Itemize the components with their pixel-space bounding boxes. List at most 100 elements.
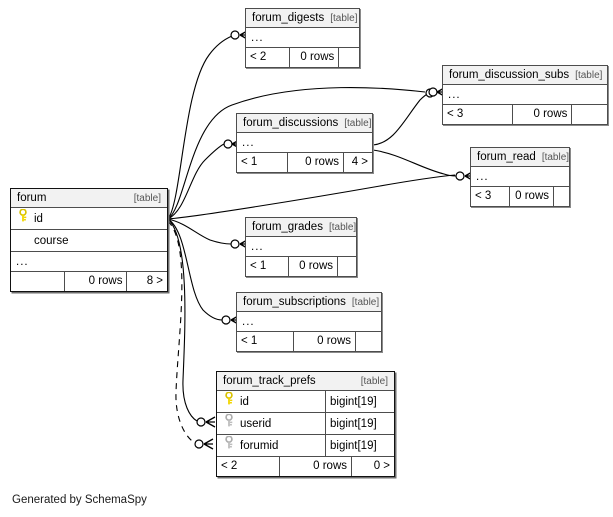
table-forum-track-prefs-parents[interactable]: < 2: [221, 460, 238, 472]
table-forum-grades-footer: < 1 0 rows: [246, 257, 356, 276]
table-forum-grades-children: [337, 257, 356, 276]
table-forum-track-prefs[interactable]: forum_track_prefs [table] id bigint[19] …: [216, 371, 395, 477]
table-forum-grades-parents[interactable]: < 1: [250, 260, 267, 272]
table-forum-discussions-more-columns: ...: [237, 133, 372, 153]
tp-column-forumid-type: bigint[19]: [325, 435, 394, 456]
table-forum-subscriptions-header: forum_subscriptions [table]: [237, 293, 381, 312]
table-forum-read-more-columns: ...: [471, 167, 569, 187]
edge-marker-forum-read: [455, 171, 465, 181]
table-forum-children[interactable]: 8 >: [126, 272, 167, 291]
table-forum-subscriptions-type: [table]: [351, 296, 380, 308]
table-forum-track-prefs-column-forumid[interactable]: forumid bigint[19]: [217, 435, 394, 457]
edge-marker-forum-discussion-subs-a: [425, 88, 435, 98]
table-forum-track-prefs-children[interactable]: 0 >: [351, 457, 394, 476]
foreign-key-icon: [224, 435, 236, 449]
table-forum-header: forum [table]: [11, 189, 167, 208]
column-course-label: course: [34, 234, 69, 247]
table-forum-name: forum: [17, 191, 47, 204]
edge-marker-forum-discussion-subs-b: [428, 87, 438, 97]
table-forum-track-prefs-rowcount: 0 rows: [279, 457, 351, 476]
table-forum-rowcount: 0 rows: [64, 272, 126, 291]
table-forum-discussions-children[interactable]: 4 >: [343, 153, 372, 172]
table-forum-subscriptions[interactable]: forum_subscriptions [table] ... < 1 0 ro…: [236, 292, 382, 352]
edge-forum-to-forum-discussions: [167, 143, 225, 220]
table-forum-discussions-name: forum_discussions: [243, 116, 339, 129]
tp-column-forumid-cell: forumid: [217, 435, 325, 457]
tp-column-userid-label: userid: [240, 417, 272, 430]
table-forum-track-prefs-footer: < 2 0 rows 0 >: [217, 457, 394, 476]
table-forum-read-header: forum_read [table]: [471, 148, 569, 167]
table-forum-discussions-header: forum_discussions [table]: [237, 114, 372, 133]
column-course-cell: course: [11, 230, 167, 252]
table-forum-discussion-subs-rowcount: 0 rows: [512, 105, 571, 124]
edge-forum-discussions-to-forum-read: [372, 149, 457, 177]
table-forum-discussions-footer: < 1 0 rows 4 >: [237, 153, 372, 172]
table-forum-grades[interactable]: forum_grades [table] ... < 1 0 rows: [245, 217, 357, 277]
table-forum-grades-header: forum_grades [table]: [246, 218, 356, 237]
tp-column-id-cell: id: [217, 391, 325, 413]
table-forum-digests-children: [338, 48, 359, 67]
column-id-cell: id: [11, 208, 167, 230]
table-forum-discussion-subs-type: [table]: [575, 69, 603, 81]
table-forum-read-name: forum_read: [477, 150, 536, 163]
table-forum-grades-rowcount: 0 rows: [288, 257, 337, 276]
table-forum-discussion-subs-children: [571, 105, 607, 124]
foreign-key-icon: [224, 413, 236, 427]
edge-forum-to-forum-digests: [167, 35, 233, 220]
table-forum-digests-rowcount: 0 rows: [289, 48, 338, 67]
edge-forum-to-forum-grades: [167, 218, 232, 245]
table-forum-discussions[interactable]: forum_discussions [table] ... < 1 0 rows…: [236, 113, 373, 173]
table-forum-subscriptions-rowcount: 0 rows: [293, 332, 355, 351]
table-forum-digests-parents[interactable]: < 2: [250, 51, 267, 63]
table-forum-track-prefs-column-id[interactable]: id bigint[19]: [217, 391, 394, 413]
table-forum-discussion-subs-more-columns: ...: [443, 85, 607, 105]
table-forum-track-prefs-type: [table]: [360, 375, 388, 387]
table-forum-digests-footer: < 2 0 rows: [246, 48, 359, 67]
table-forum-subscriptions-parents[interactable]: < 1: [241, 335, 258, 347]
edge-marker-forum-subscriptions: [221, 315, 231, 325]
table-forum-read-rowcount: 0 rows: [509, 187, 553, 206]
edge-marker-forum-grades: [230, 239, 240, 249]
edge-marker-forum-digests: [230, 30, 240, 40]
table-forum-discussion-subs[interactable]: forum_discussion_subs [table] ... < 3 0 …: [442, 65, 608, 125]
generated-by-note: Generated by SchemaSpy: [12, 494, 147, 506]
table-forum-column-id[interactable]: id: [11, 208, 167, 230]
table-forum-track-prefs-header: forum_track_prefs [table]: [217, 372, 394, 391]
column-id-label: id: [34, 212, 43, 225]
edge-forum-to-forum-track-prefs-userid: [167, 218, 198, 422]
edge-forum-to-forum-read: [167, 174, 456, 220]
table-forum-digests[interactable]: forum_digests [table] ... < 2 0 rows: [245, 8, 360, 68]
table-forum-subscriptions-more-columns: ...: [237, 312, 381, 332]
table-forum[interactable]: forum [table] id course ... 0 rows 8 >: [10, 188, 168, 292]
table-forum-read-type: [table]: [541, 151, 570, 163]
table-forum-digests-more-columns: ...: [246, 28, 359, 48]
table-forum-track-prefs-column-userid[interactable]: userid bigint[19]: [217, 413, 394, 435]
primary-key-icon: [224, 391, 236, 405]
table-forum-type: [table]: [133, 192, 161, 204]
table-forum-digests-type: [table]: [330, 12, 358, 24]
table-forum-read[interactable]: forum_read [table] ... < 3 0 rows: [470, 147, 570, 207]
edge-marker-forum-discussions: [223, 139, 233, 149]
table-forum-discussion-subs-parents[interactable]: < 3: [447, 108, 464, 120]
edge-marker-track-prefs-forumid: [194, 439, 204, 449]
table-forum-grades-type: [table]: [328, 221, 357, 233]
table-forum-more-columns: ...: [11, 252, 167, 272]
table-forum-discussion-subs-footer: < 3 0 rows: [443, 105, 607, 124]
table-forum-column-course[interactable]: course: [11, 230, 167, 252]
table-forum-discussion-subs-header: forum_discussion_subs [table]: [443, 66, 607, 85]
table-forum-subscriptions-name: forum_subscriptions: [243, 295, 346, 308]
crowfoot-track-prefs-userid: [205, 416, 216, 428]
table-forum-discussions-type: [table]: [344, 117, 372, 129]
table-forum-discussions-parents[interactable]: < 1: [241, 156, 258, 168]
table-forum-discussion-subs-name: forum_discussion_subs: [449, 68, 570, 81]
table-forum-footer: 0 rows 8 >: [11, 272, 167, 291]
tp-column-userid-cell: userid: [217, 413, 325, 435]
table-forum-discussions-rowcount: 0 rows: [287, 153, 343, 172]
edge-forum-to-forum-subscriptions: [167, 218, 223, 321]
table-forum-parents[interactable]: [11, 272, 64, 291]
table-forum-digests-name: forum_digests: [252, 11, 325, 24]
table-forum-subscriptions-footer: < 1 0 rows: [237, 332, 381, 351]
table-forum-read-parents[interactable]: < 3: [475, 190, 492, 202]
table-forum-subscriptions-children: [355, 332, 381, 351]
